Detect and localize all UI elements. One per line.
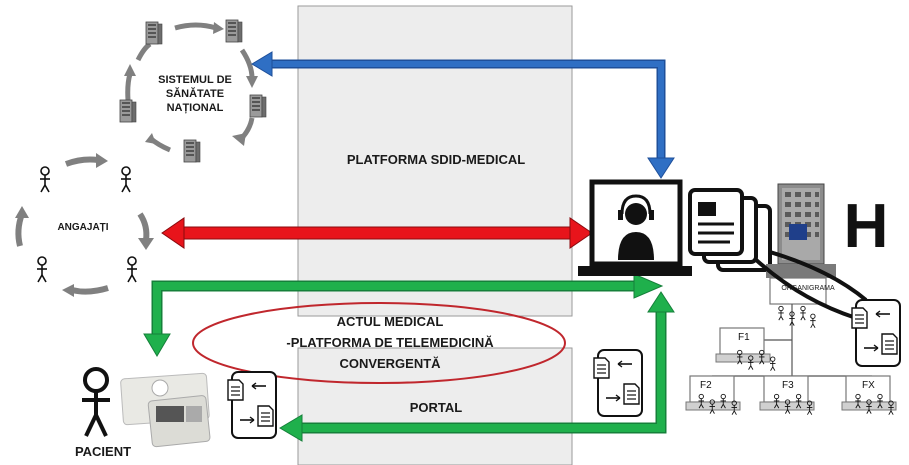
blue-arrow xyxy=(251,51,675,179)
department-f1-label: F1 xyxy=(738,332,750,343)
id-card-icon xyxy=(120,372,211,448)
patient-label: PACIENT xyxy=(74,444,132,459)
platform-panel xyxy=(297,5,573,317)
national-system-line-3: NAȚIONAL xyxy=(166,101,224,114)
convergent-platform-ellipse xyxy=(192,302,566,384)
department-fx-label: FX xyxy=(862,380,875,391)
green-arrow-patient xyxy=(143,273,664,357)
national-system-line-2: SĂNĂTATE xyxy=(165,87,225,100)
employees-cycle-heads xyxy=(15,153,154,297)
national-system-cycle-heads xyxy=(124,22,258,146)
red-arrow xyxy=(161,217,593,249)
medical-act-line-3: CONVERGENTĂ xyxy=(339,355,441,371)
department-f2-label: F2 xyxy=(700,380,712,391)
department-f3-label: F3 xyxy=(782,380,794,391)
national-system-line-1: SISTEMUL DE xyxy=(158,74,232,86)
documents-icon xyxy=(688,188,772,272)
hospital-building-icon xyxy=(766,183,836,278)
medical-act-label: ACTUL MEDICAL -PLATFORMA DE TELEMEDICINĂ… xyxy=(235,312,545,374)
patient-icon xyxy=(82,367,110,437)
hospital-letter: H xyxy=(843,192,889,261)
black-connector-arrow xyxy=(752,250,868,320)
portal-label: PORTAL xyxy=(409,400,463,415)
medical-act-line-1: ACTUL MEDICAL xyxy=(336,314,444,329)
employees-label: ANGAJAȚI xyxy=(57,222,109,233)
platform-title: PLATFORMA SDID-MEDICAL xyxy=(346,152,526,167)
headset-operator-icon xyxy=(578,179,692,276)
organigram-label: ORGANIGRAMA xyxy=(781,285,835,292)
green-arrow-portal xyxy=(279,291,675,442)
medical-act-line-2: -PLATFORMA DE TELEMEDICINĂ xyxy=(286,334,494,350)
national-system-label: SISTEMUL DE SĂNĂTATE NAȚIONAL xyxy=(140,74,250,115)
